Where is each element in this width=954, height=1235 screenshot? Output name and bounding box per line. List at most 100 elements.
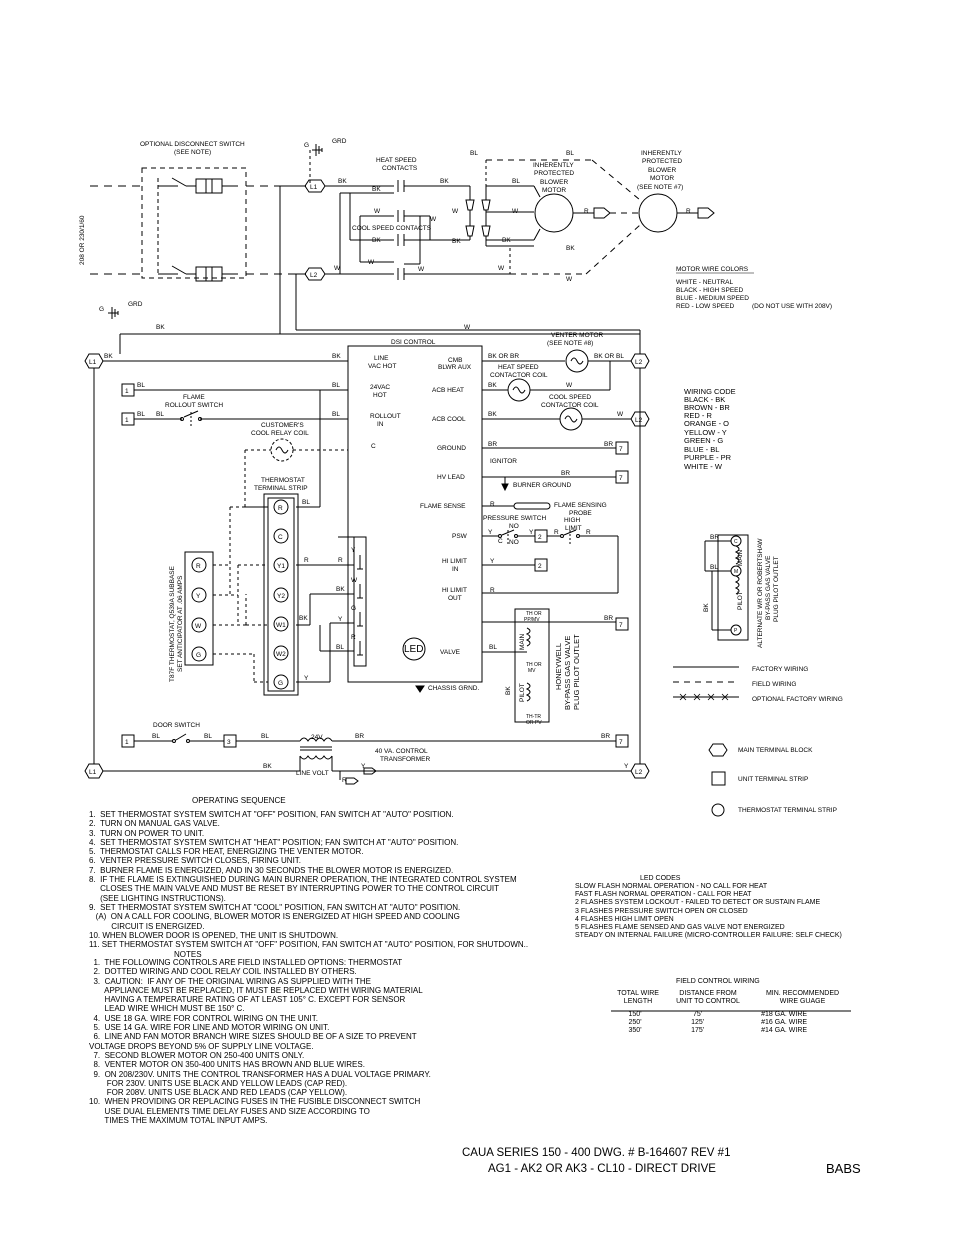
terminal-2-label: 2 <box>538 563 542 570</box>
notes-title: NOTES <box>174 950 202 959</box>
chassis-ground-symbol <box>415 685 425 693</box>
wire-label: W <box>418 266 425 273</box>
dsi-right-label: FLAME SENSE <box>420 503 466 510</box>
babs-label: BABS <box>826 1161 861 1176</box>
wire-label: R <box>351 634 356 641</box>
cool-coil-label: CONTACTOR COIL <box>541 402 599 409</box>
wire-label: BK <box>566 245 575 252</box>
disconnect-label-2: (SEE NOTE) <box>174 149 211 156</box>
wire-label: BK <box>502 237 511 244</box>
l2-label: L2 <box>635 417 643 424</box>
dsi-right-label: HI LIMIT <box>442 587 467 594</box>
ignitor-symbol <box>501 483 509 492</box>
flame-sensing-probe <box>513 502 551 510</box>
subbase-terminal-label: Y <box>196 593 201 600</box>
high-limit-label: HIGH <box>564 517 581 524</box>
led-label: LED <box>404 644 423 655</box>
blower-motor-1-label: PROTECTED <box>534 170 574 177</box>
valve-terminal-label: TH-TR <box>526 714 541 720</box>
led-code: SLOW FLASH NORMAL OPERATION - NO CALL FO… <box>575 883 768 890</box>
dsi-right-label: CMB <box>448 357 462 364</box>
terminal-1-label: 1 <box>125 417 129 424</box>
wire-label: W <box>334 265 341 272</box>
wire-label: W <box>351 577 358 584</box>
field-control-title: FIELD CONTROL WIRING <box>676 978 760 985</box>
led-code: 3 FLASHES PRESSURE SWITCH OPEN OR CLOSED <box>575 907 748 915</box>
dsi-right-label: OUT <box>448 595 462 602</box>
wire-label: BL <box>470 150 478 157</box>
wire-label: BK <box>263 763 272 770</box>
wire-label: R <box>584 208 589 215</box>
wiring-code-title: WIRING CODE <box>684 387 736 396</box>
chassis-ground-label: CHASSIS GRND. <box>428 685 479 692</box>
motor-wire-color: RED - LOW SPEED <box>676 303 734 310</box>
disconnect-switch <box>90 167 306 282</box>
wire-label: BK <box>338 178 347 185</box>
wire-label: Y <box>338 616 343 623</box>
terminal-2-label: 2 <box>538 534 542 541</box>
motor-wire-color: BLUE - MEDIUM SPEED <box>676 295 749 302</box>
heat-speed-contacts <box>397 180 405 222</box>
main-terminal-l1-bottom <box>84 763 104 779</box>
led-codes-title: LED CODES <box>640 875 681 882</box>
subbase-label: T87F THERMOSTAT, Q539A SUBBASE <box>169 565 176 682</box>
wiring-code-item: WHITE - W <box>684 462 723 471</box>
title-line-2: AG1 - AK2 OR AK3 - CL10 - DIRECT DRIVE <box>488 1163 716 1175</box>
wire-label: BK <box>505 686 512 695</box>
wire-label: BL <box>261 733 269 740</box>
terminal-1-label: 1 <box>125 739 129 746</box>
venter-motor-label: VENTER MOTOR <box>551 332 604 339</box>
cool-speed-contacts <box>397 234 405 280</box>
wire-label: BL <box>332 411 340 418</box>
high-limit-label: LIMIT <box>565 525 582 532</box>
legend-label: THERMOSTAT TERMINAL STRIP <box>738 807 837 814</box>
led-code: 2 FLASHES SYSTEM LOCKOUT - FAILED TO DET… <box>575 899 821 907</box>
flame-probe-label: FLAME SENSING <box>554 502 607 509</box>
valve-terminal-label: PP/MV <box>524 617 540 623</box>
gas-valve-label: BY-PASS GAS VALVE <box>563 636 572 710</box>
rollout-switch-label: ROLLOUT SWITCH <box>165 402 223 409</box>
terminal-1-label: 1 <box>125 388 129 395</box>
l2-label: L2 <box>635 769 643 776</box>
ground-symbol-top <box>309 144 323 183</box>
dsi-left-label: IN <box>377 421 384 428</box>
wiring-code-item: RED - R <box>684 411 713 420</box>
transformer-secondary <box>299 737 333 742</box>
wire-label: BK <box>156 324 165 331</box>
wire-label: BK <box>372 186 381 193</box>
wiring-code-item: ORANGE - O <box>684 419 729 428</box>
wire-label: BK <box>332 353 341 360</box>
led-code: STEADY ON INTERNAL FAILURE (MICRO-CONTRO… <box>575 932 842 940</box>
transformer-label: TRANSFORMER <box>380 756 431 763</box>
valve-terminal-label: TH OR <box>526 662 542 668</box>
blower-motor-2 <box>638 193 678 233</box>
led-indicator <box>402 637 426 661</box>
dsi-right-label: BLWR AUX <box>438 364 472 371</box>
blower-motor-1-label: BLOWER <box>540 179 568 186</box>
wire-label: W <box>452 208 459 215</box>
wire-label: C <box>498 538 503 545</box>
grd-label-bottom: GRD <box>128 301 143 308</box>
legend-hexagon-symbol <box>708 743 728 757</box>
alternate-gas-valve <box>717 534 749 641</box>
wire-label: BL <box>204 733 212 740</box>
wire-label: BL <box>137 382 145 389</box>
legend-square-symbol <box>711 771 726 786</box>
alt-valve-pilot: PILOT <box>737 591 744 610</box>
thermostat-strip-label: THERMOSTAT <box>261 477 305 484</box>
door-switch-label: DOOR SWITCH <box>153 722 200 729</box>
wire-label: BL <box>137 411 145 418</box>
thermostat-terminal-label: Y1 <box>277 563 285 570</box>
wire-label: BK <box>336 586 345 593</box>
wire-label: R <box>490 501 495 508</box>
dsi-left-label: 24VAC <box>370 384 390 391</box>
terminal-3-label: 3 <box>227 739 231 746</box>
no-label: NO <box>509 539 519 546</box>
wiring-code-item: YELLOW - Y <box>684 428 727 437</box>
dsi-right-label: ACB HEAT <box>432 387 464 394</box>
wire-label: BR <box>604 615 613 622</box>
wire-label: Y <box>351 547 356 554</box>
wire-label: C <box>371 443 376 450</box>
